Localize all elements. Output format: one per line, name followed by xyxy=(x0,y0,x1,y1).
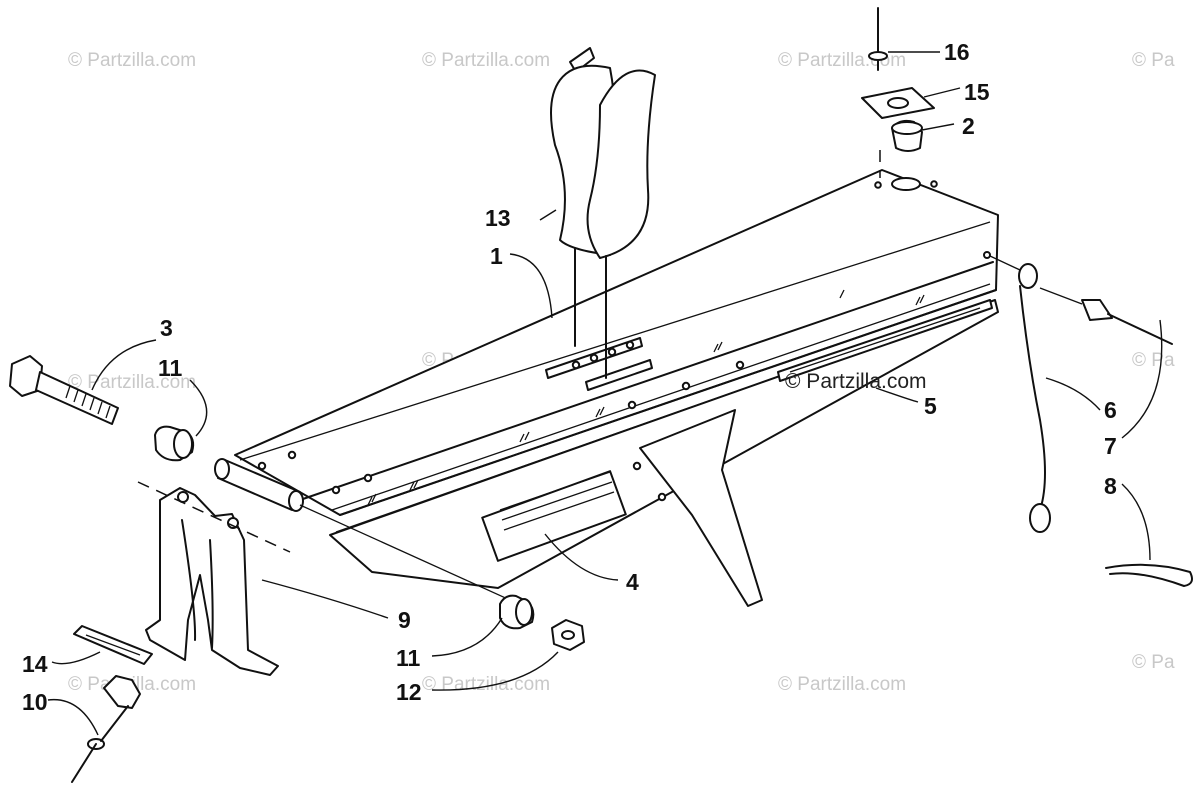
leader-lines xyxy=(47,51,1163,736)
part-3-bolt xyxy=(9,355,119,425)
watermark: © Partzilla.com xyxy=(785,370,927,393)
callout-3: 3 xyxy=(160,315,173,341)
callout-11: 11 xyxy=(158,355,183,381)
part-14-plate xyxy=(73,625,153,665)
callout-1: 1 xyxy=(490,243,503,269)
part-5-strip: © Partzilla.com xyxy=(777,299,993,393)
callout-12: 12 xyxy=(396,679,422,705)
callout-labels: 16 15 2 13 1 3 11 5 6 7 8 4 9 14 10 11 1… xyxy=(22,39,1117,715)
callout-11: 11 xyxy=(396,645,421,671)
watermark: © Partzilla.com xyxy=(68,50,196,71)
part-2-grommet xyxy=(879,119,923,178)
callout-7: 7 xyxy=(1104,433,1117,459)
callout-2: 2 xyxy=(962,113,975,139)
watermark: © Pa xyxy=(1132,350,1175,371)
callout-4: 4 xyxy=(626,569,639,595)
callout-14: 14 xyxy=(22,651,48,677)
watermark: © Pa xyxy=(1132,652,1175,673)
part-9-bracket xyxy=(137,481,291,676)
part-11-spacer-lower xyxy=(499,594,535,630)
watermark: © Partzilla.com xyxy=(778,50,906,71)
watermark: © Partzilla.com xyxy=(778,674,906,695)
callout-15: 15 xyxy=(964,79,990,105)
part-8-clip xyxy=(1105,563,1193,587)
callout-16: 16 xyxy=(944,39,970,65)
part-16-rivet xyxy=(868,7,888,71)
part-13-foot-strap xyxy=(550,47,656,379)
part-6-tether xyxy=(989,255,1051,533)
watermark: © Partzilla.com xyxy=(422,50,550,71)
part-11-spacer-upper xyxy=(154,425,195,462)
watermark-layer: © Partzilla.com © Partzilla.com © Partzi… xyxy=(68,50,1175,695)
part-12-nut xyxy=(551,619,585,651)
callout-9: 9 xyxy=(398,607,411,633)
callout-6: 6 xyxy=(1104,397,1117,423)
part-7-pin xyxy=(1039,287,1173,345)
part-1-rail xyxy=(234,169,999,516)
pivot-tube xyxy=(214,458,511,601)
callout-10: 10 xyxy=(22,689,48,715)
watermark: © Partzilla.com xyxy=(68,372,196,393)
watermark: © Partzilla.com xyxy=(422,674,550,695)
callout-5: 5 xyxy=(924,393,937,419)
callout-13: 13 xyxy=(485,205,511,231)
part-10-knob xyxy=(71,675,141,783)
watermark: © Pa xyxy=(1132,50,1175,71)
support-fin xyxy=(639,409,763,607)
part-15-flange xyxy=(861,87,935,119)
callout-8: 8 xyxy=(1104,473,1117,499)
